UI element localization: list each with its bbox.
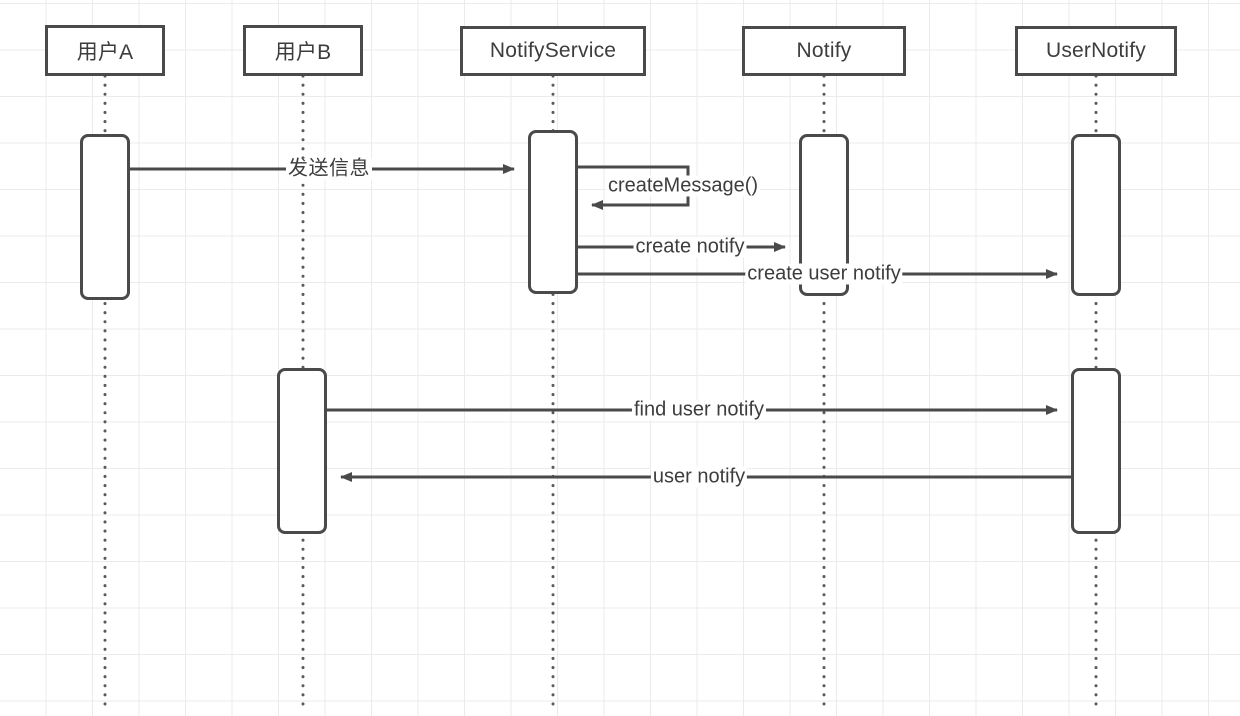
message-label-msg-create-user-notify: create user notify [745,262,903,285]
participant-label-notify: Notify [796,39,852,62]
activation-bar-act-userB[interactable] [277,368,327,534]
participant-label-userB: 用户B [274,40,332,64]
message-label-msg-send-info: 发送信息 [286,157,372,180]
participant-box-userNotify[interactable]: UserNotify [1015,26,1177,76]
participant-box-notifySvc[interactable]: NotifyService [460,26,646,76]
activation-bar-act-notifySvc[interactable] [528,130,578,294]
participant-label-userNotify: UserNotify [1045,39,1147,62]
message-label-msg-create-message: createMessage() [605,174,761,197]
activation-bar-act-userNotify2[interactable] [1071,368,1121,534]
messages-group [130,164,1071,482]
participant-label-userA: 用户A [76,40,134,64]
participant-box-notify[interactable]: Notify [742,26,906,76]
message-label-msg-user-notify: user notify [650,465,748,488]
lifelines-group [103,74,1098,714]
activation-bar-act-userNotify1[interactable] [1071,134,1121,296]
message-label-msg-create-notify: create notify [633,235,747,258]
activation-bar-act-userA[interactable] [80,134,130,300]
participant-box-userA[interactable]: 用户A [45,25,165,76]
participant-label-notifySvc: NotifyService [489,39,617,62]
participant-box-userB[interactable]: 用户B [243,25,363,76]
message-label-msg-find-user-notify: find user notify [631,398,767,421]
